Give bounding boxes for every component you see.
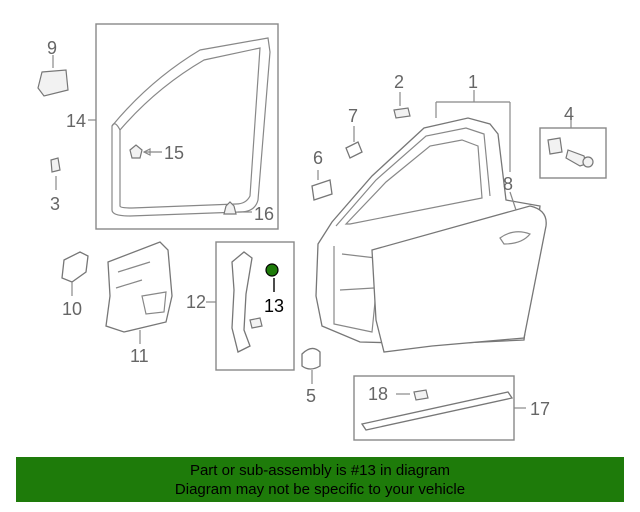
part-5: [301, 347, 321, 370]
weatherstrip-group: [95, 23, 279, 230]
part-12-box: [215, 241, 295, 371]
callout-5: 5: [306, 386, 316, 406]
callout-15: 15: [164, 143, 184, 163]
callout-1: 1: [468, 72, 478, 92]
part-11: [105, 241, 173, 333]
callout-8: 8: [503, 174, 513, 194]
part-2: [393, 107, 411, 119]
part-7: [345, 141, 363, 159]
callout-2: 2: [394, 72, 404, 92]
part-11-group: [105, 241, 173, 344]
part-7-group: [345, 126, 363, 159]
part-17-group: [353, 375, 526, 441]
callout-16: 16: [254, 204, 274, 224]
callout-10: 10: [62, 299, 82, 319]
part-3-group: [50, 157, 61, 190]
weatherstrip-inner: [119, 47, 261, 209]
callout-12: 12: [186, 292, 206, 312]
weatherstrip-outer: [111, 37, 271, 217]
part-9: [37, 69, 69, 97]
callout-13[interactable]: 13: [264, 296, 284, 316]
callout-17: 17: [530, 399, 550, 419]
notice-line-2: Diagram may not be specific to your vehi…: [174, 481, 466, 498]
parts-diagram: 9 14 3 15 16 10 11 12 13 6 7 2 1 4 8 5 1…: [37, 23, 607, 441]
part-10: [61, 251, 89, 283]
part-3: [50, 157, 61, 173]
part-6: [311, 179, 333, 201]
notice-line-1: Part or sub-assembly is #13 in diagram: [189, 462, 451, 479]
part-10-group: [61, 251, 89, 296]
clip-15-part: [129, 144, 143, 159]
callout-3: 3: [50, 194, 60, 214]
part-12: [231, 251, 253, 353]
weatherstrip-joint: [111, 123, 121, 131]
part-4-clip: [547, 137, 563, 155]
part-17-box: [353, 375, 515, 441]
door-handle: [499, 231, 531, 245]
callout-18: 18: [368, 384, 388, 404]
callout-7: 7: [348, 106, 358, 126]
clip-18-part: [413, 389, 429, 401]
part-2-group: [393, 92, 411, 119]
callout-11: 11: [130, 346, 149, 366]
part-4-screw: [565, 149, 587, 167]
door-assembly: [315, 90, 547, 353]
callout-9: 9: [47, 38, 57, 58]
clip-16-part: [223, 201, 237, 215]
notice-banner: Part or sub-assembly is #13 in diagram D…: [16, 457, 624, 502]
part-13-highlighted[interactable]: [265, 263, 279, 277]
moulding-17: [360, 391, 514, 431]
callout-6: 6: [313, 148, 323, 168]
part-5-group: [301, 347, 321, 384]
part-6-group: [311, 170, 333, 201]
callout-4: 4: [564, 104, 574, 124]
part-4-group: [539, 116, 607, 179]
screw-12: [249, 317, 263, 329]
callout-14: 14: [66, 111, 86, 131]
part-9-group: [37, 55, 69, 97]
part-12-group: [206, 241, 295, 371]
